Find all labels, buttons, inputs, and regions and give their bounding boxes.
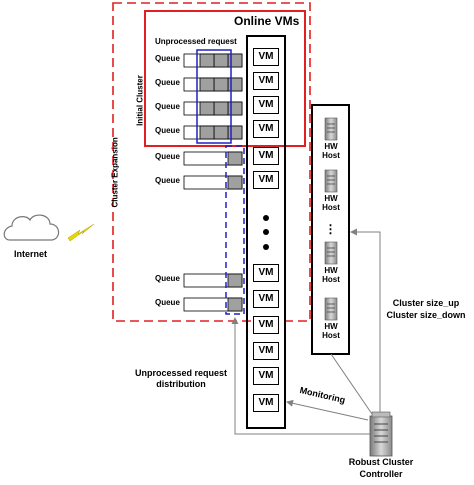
queued-request: [227, 273, 243, 288]
queued-request: [199, 53, 215, 68]
queued-request: [227, 175, 243, 190]
host-column: [311, 104, 350, 355]
queue-label: Queue: [155, 126, 180, 135]
queued-request: [227, 53, 243, 68]
cluster-size-down-label: Cluster size_down: [386, 310, 466, 320]
server-icon: [324, 169, 338, 193]
online-vms-title: Online VMs: [234, 14, 300, 28]
vm-box: VM: [253, 72, 279, 90]
vm-box: VM: [253, 290, 279, 308]
queued-request: [227, 125, 243, 140]
hw-host-label-line1: HW: [324, 322, 338, 331]
queued-request: [227, 151, 243, 166]
vm-box: VM: [253, 147, 279, 165]
vm-box: VM: [253, 171, 279, 189]
server-icon: [324, 117, 338, 141]
hw-host-label-line2: Host: [322, 275, 340, 284]
lightning-icon: [67, 223, 95, 242]
queued-request: [213, 101, 229, 116]
ellipsis-dot: [263, 229, 269, 235]
queue-label: Queue: [155, 152, 180, 161]
hw-host-label-line1: HW: [324, 142, 338, 151]
internet-label: Internet: [14, 249, 48, 259]
host-ellipsis: ⋮: [324, 222, 337, 236]
vm-box: VM: [253, 48, 279, 66]
hw-host-label-line2: Host: [322, 331, 340, 340]
queue-label: Queue: [155, 78, 180, 87]
hw-host-label-line2: Host: [322, 203, 340, 212]
vm-box: VM: [253, 96, 279, 114]
vm-box: VM: [253, 367, 279, 385]
distribution-label-line1: Unprocessed request: [134, 368, 228, 378]
expansion-queue-group: [225, 145, 245, 315]
queued-request: [199, 101, 215, 116]
vm-box: VM: [253, 316, 279, 334]
server-icon: [324, 241, 338, 265]
internet-cloud-icon: [3, 214, 60, 241]
initial-queue-group: [196, 49, 232, 144]
server-icon: [324, 297, 338, 321]
vm-column: [246, 35, 286, 429]
cluster-expansion-label: Cluster Expansion: [110, 137, 120, 208]
ellipsis-dot: [263, 215, 269, 221]
queued-request: [227, 297, 243, 312]
distribution-label-line2: distribution: [156, 379, 206, 389]
queued-request: [199, 125, 215, 140]
vm-box: VM: [253, 394, 279, 412]
queued-request: [227, 101, 243, 116]
vm-box: VM: [253, 264, 279, 282]
queue-label: Queue: [155, 54, 180, 63]
queue-label: Queue: [155, 298, 180, 307]
hw-host-label-line1: HW: [324, 266, 338, 275]
queue-label: Queue: [155, 176, 180, 185]
initial-cluster-label: Initial Cluster: [135, 75, 145, 126]
controller-label-line1: Robust Cluster: [348, 457, 414, 467]
queued-request: [213, 53, 229, 68]
ellipsis-dot: [263, 244, 269, 250]
controller-label-line2: Controller: [359, 469, 403, 479]
queued-request: [227, 77, 243, 92]
queue-label: Queue: [155, 102, 180, 111]
hw-host-label-line1: HW: [324, 194, 338, 203]
distribution-arrow: [231, 317, 370, 435]
vm-box: VM: [253, 120, 279, 138]
cluster-expansion-box: [112, 2, 311, 322]
monitoring-arrow: [286, 399, 369, 421]
controller-server-icon: [369, 411, 393, 457]
cluster-size-up-label: Cluster size_up: [392, 298, 460, 308]
queue-label: Queue: [155, 274, 180, 283]
vm-box: VM: [253, 342, 279, 360]
initial-cluster-box: [144, 10, 306, 147]
hw-host-label-line2: Host: [322, 151, 340, 160]
queued-request: [199, 77, 215, 92]
size-control-arrow: [350, 228, 381, 412]
controller-host-link: [330, 353, 373, 415]
queued-request: [213, 125, 229, 140]
unprocessed-request-label: Unprocessed request: [155, 37, 237, 46]
queued-request: [213, 77, 229, 92]
